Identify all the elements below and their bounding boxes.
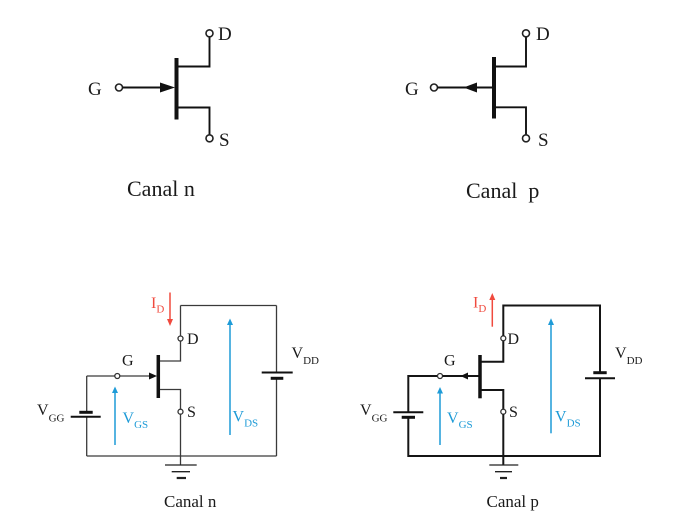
caption: Canal n	[164, 492, 217, 511]
arrow-head	[437, 387, 443, 394]
drain-terminal	[205, 28, 214, 38]
vdd-label: VDD	[292, 345, 320, 367]
arrow-head	[227, 318, 233, 325]
gate-terminal	[429, 83, 439, 92]
gate-label: G	[122, 353, 134, 370]
drain-terminal	[500, 335, 507, 342]
gate-arrow-in-icon	[149, 372, 157, 380]
drain-label: D	[536, 24, 550, 45]
gate-arrow-in-icon	[160, 82, 175, 93]
source-label: S	[187, 404, 196, 421]
source-terminal	[521, 134, 531, 143]
gate-label: G	[405, 79, 419, 100]
vdd-battery-icon	[261, 371, 293, 380]
drain-terminal	[177, 335, 184, 342]
vgg-label: VGG	[37, 402, 65, 425]
drain-current-arrow-icon	[489, 293, 496, 327]
vgg-battery-icon	[70, 410, 101, 418]
vds-arrow-icon	[548, 318, 554, 434]
ground-icon	[165, 464, 197, 480]
vgs-arrow-icon	[112, 386, 118, 445]
vdd-label: VDD	[615, 345, 643, 367]
drain-current-label: ID	[473, 295, 486, 316]
gate-terminal	[436, 372, 444, 380]
symbol-n-channel: G D S Canal n	[88, 24, 232, 201]
gate-terminal	[114, 372, 121, 380]
arrow-head	[489, 293, 496, 300]
caption: Canal n	[127, 176, 195, 201]
drain-lead	[160, 341, 182, 362]
drain-lead	[481, 340, 505, 363]
gate-terminal	[114, 83, 124, 92]
caption: Canal p	[466, 178, 539, 203]
source-label: S	[219, 130, 230, 151]
source-terminal	[500, 408, 507, 415]
drain-current-arrow-icon	[167, 292, 173, 326]
ground-icon	[489, 464, 519, 480]
drain-terminal	[521, 28, 531, 38]
vgs-arrow-icon	[437, 387, 443, 445]
arrow-head	[112, 386, 118, 393]
gate-label: G	[88, 79, 102, 100]
drain-label: D	[187, 331, 199, 348]
vds-arrow-icon	[227, 318, 233, 435]
drain-lead	[496, 37, 527, 68]
vds-label: VDS	[233, 409, 259, 430]
source-lead	[178, 106, 211, 135]
source-label: S	[509, 404, 518, 421]
vgg-battery-icon	[393, 411, 424, 419]
source-lead	[496, 106, 527, 135]
source-lead	[160, 388, 182, 410]
drain-current-label: ID	[151, 295, 164, 316]
symbol-p-channel: G D S Canal p	[405, 24, 550, 203]
vds-label: VDS	[555, 409, 581, 430]
drain-label: D	[508, 331, 520, 348]
vgs-label: VGS	[447, 410, 473, 431]
source-terminal	[205, 134, 214, 143]
arrow-head	[548, 318, 554, 325]
arrow-head	[167, 319, 173, 326]
gate-arrow-out-icon	[463, 82, 477, 93]
drain-lead	[178, 37, 211, 68]
source-label: S	[538, 130, 549, 151]
gate-arrow-out-icon	[460, 372, 468, 380]
caption: Canal p	[487, 492, 539, 511]
vgs-label: VGS	[123, 410, 149, 431]
vdd-battery-icon	[585, 371, 615, 380]
circuit-n-channel: VDD VGG G D S ID	[37, 292, 320, 511]
circuit-p-channel: VDD VGG G D S ID	[360, 293, 643, 511]
drain-label: D	[218, 24, 232, 45]
source-terminal	[177, 408, 184, 415]
source-lead	[481, 389, 505, 410]
gate-label: G	[444, 353, 456, 370]
vgg-label: VGG	[360, 402, 388, 425]
